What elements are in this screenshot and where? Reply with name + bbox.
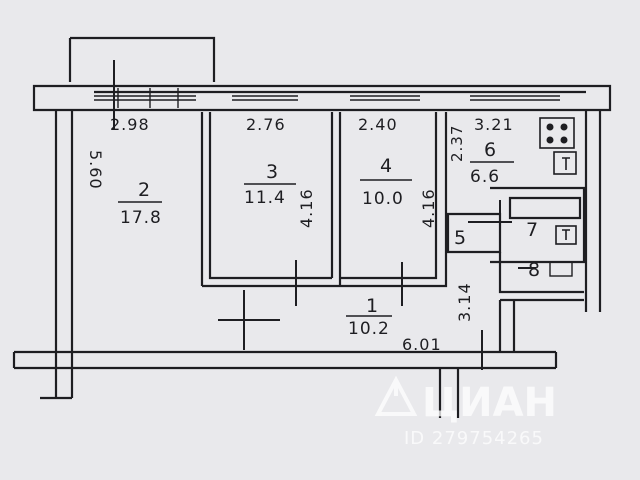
watermark-id: ID 279754265: [404, 428, 544, 449]
stove: [539, 117, 575, 149]
room-labels: 2 17.8 3 11.4 4 10.0 1 10.2 6 6.6 5 7 8: [118, 139, 540, 339]
room-2-number: 2: [138, 179, 150, 201]
dim-label-6-01: 6.01: [402, 335, 442, 354]
dim-label-2-98: 2.98: [110, 115, 150, 134]
room-6-number: 6: [484, 139, 496, 161]
toilet: [555, 225, 577, 245]
watermark-brand: ЦИАН: [422, 380, 557, 426]
windows: [94, 88, 560, 108]
dim-label-2-76: 2.76: [246, 115, 286, 134]
door-marks: [113, 60, 536, 370]
room-6-area: 6.6: [470, 167, 500, 187]
room-7-number: 7: [526, 219, 538, 241]
exterior-bottom-wall: [12, 350, 558, 370]
room-8-number: 8: [528, 259, 540, 281]
room-4-area: 10.0: [362, 189, 404, 209]
balcony-outline: [68, 36, 216, 82]
dimension-labels: 2.98 2.76 2.40 3.21 6.01 5.60 4.16 4.16 …: [86, 115, 514, 354]
wc-block: [490, 186, 586, 264]
room-3-number: 3: [266, 161, 278, 183]
room-3-area: 11.4: [244, 188, 286, 208]
dim-label-2-40: 2.40: [358, 115, 398, 134]
room-4-walls: [336, 112, 448, 288]
cian-logo-icon: [374, 375, 418, 416]
dim-label-2-37: 2.37: [448, 125, 466, 162]
room-4-number: 4: [380, 155, 392, 177]
dim-label-5-60: 5.60: [86, 150, 105, 190]
exterior-left-wall: [54, 110, 74, 398]
bath-lower: [498, 252, 584, 294]
dim-label-3-21: 3.21: [474, 115, 514, 134]
room-1-number: 1: [366, 295, 378, 317]
bath-tub: [508, 196, 582, 220]
dim-label-4-16-b: 4.16: [419, 188, 438, 228]
room-1-area: 10.2: [348, 319, 390, 339]
exterior-top-wall-outer: [32, 84, 612, 112]
bottom-wall-stub-right: [438, 368, 460, 418]
dim-label-4-16-a: 4.16: [297, 188, 316, 228]
cian-watermark: ЦИАН ID 279754265: [374, 375, 557, 449]
walls: [12, 36, 612, 418]
corridor-right: [498, 298, 584, 352]
kitchen-sink: [553, 151, 577, 175]
washbasin: [549, 261, 573, 277]
room-2-area: 17.8: [120, 208, 162, 228]
room-3-walls: [200, 112, 336, 288]
right-wall: [584, 110, 602, 312]
dim-label-3-14: 3.14: [455, 282, 474, 322]
room-5-number: 5: [454, 227, 466, 249]
partition-3-4: [330, 112, 342, 286]
